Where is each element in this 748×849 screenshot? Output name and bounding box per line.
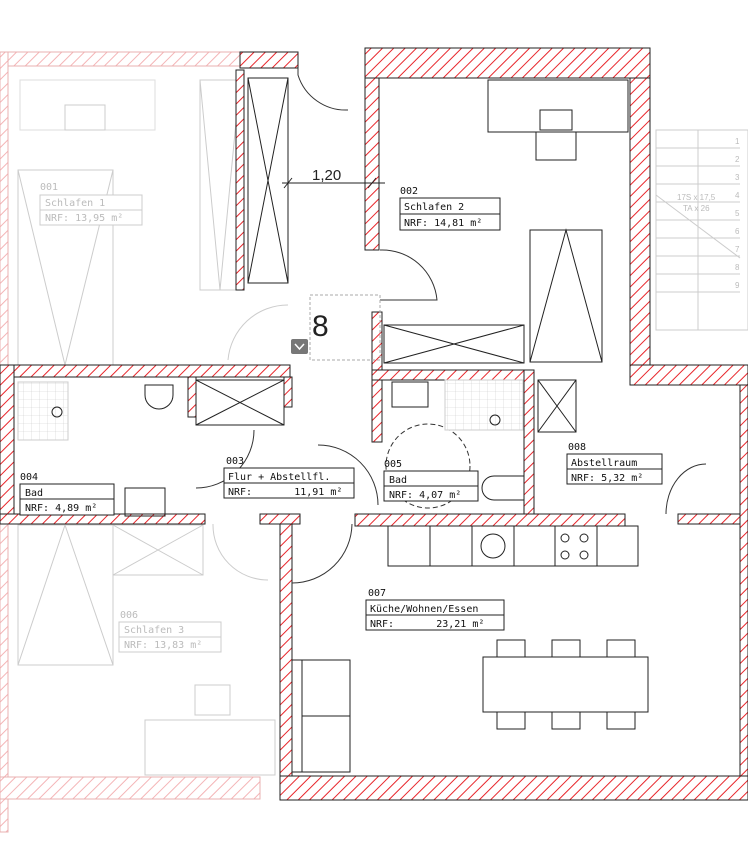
dimension-label: 1,20: [312, 167, 341, 184]
svg-text:005: 005: [384, 459, 402, 470]
kitchen: [387, 525, 639, 567]
stair-label-2: TA x 26: [683, 204, 710, 213]
faded-walls: [0, 51, 276, 833]
svg-text:Schlafen 3: Schlafen 3: [124, 625, 184, 636]
room-label-006: 006 Schlafen 3 NRF: 13,83 m²: [118, 610, 222, 653]
svg-text:NRF: 4,89 m²: NRF: 4,89 m²: [25, 503, 97, 514]
svg-text:NRF: 23,21 m²: NRF: 23,21 m²: [370, 619, 484, 630]
step-number: 2: [735, 155, 740, 164]
svg-text:Schlafen 2: Schlafen 2: [404, 202, 464, 213]
walls: [0, 47, 748, 801]
svg-text:007: 007: [368, 588, 386, 599]
svg-text:001: 001: [40, 182, 58, 193]
stair-label-1: 17S x 17,5: [677, 193, 716, 202]
svg-text:NRF: 13,83 m²: NRF: 13,83 m²: [124, 640, 202, 651]
bathroom-fixtures: [17, 379, 524, 517]
room-label-004: 004 Bad NRF: 4,89 m²: [19, 472, 115, 516]
svg-text:NRF: 4,07 m²: NRF: 4,07 m²: [389, 490, 461, 501]
room-label-001: 001 Schlafen 1 NRF: 13,95 m²: [39, 182, 143, 226]
svg-text:NRF: 11,91 m²: NRF: 11,91 m²: [228, 487, 342, 498]
room-label-002: 002 Schlafen 2 NRF: 14,81 m²: [399, 186, 501, 231]
svg-text:008: 008: [568, 442, 586, 453]
step-number: 1: [735, 137, 740, 146]
doors: [195, 68, 707, 584]
room-label-005: 005 Bad NRF: 4,07 m²: [383, 459, 479, 502]
wardrobes: [195, 77, 629, 433]
svg-text:003: 003: [226, 456, 244, 467]
svg-text:Bad: Bad: [25, 488, 43, 499]
svg-text:Schlafen 1: Schlafen 1: [45, 198, 105, 209]
chevron-down-icon: [294, 343, 305, 351]
svg-text:Abstellraum: Abstellraum: [571, 458, 637, 469]
svg-text:NRF: 14,81 m²: NRF: 14,81 m²: [404, 218, 482, 229]
step-number: 3: [735, 173, 740, 182]
svg-text:NRF: 5,32 m²: NRF: 5,32 m²: [571, 473, 643, 484]
svg-text:002: 002: [400, 186, 418, 197]
svg-text:Küche/Wohnen/Essen: Küche/Wohnen/Essen: [370, 604, 478, 615]
marker-number: 8: [312, 310, 329, 343]
svg-text:004: 004: [20, 472, 38, 483]
step-number: 8: [735, 263, 740, 272]
svg-text:NRF: 13,95 m²: NRF: 13,95 m²: [45, 213, 123, 224]
room-label-007: 007 Küche/Wohnen/Essen NRF: 23,21 m²: [365, 588, 505, 631]
watermark-logo: IMMOBILIEN: [330, 814, 403, 824]
dining-table: [291, 639, 649, 773]
step-number: 7: [735, 245, 740, 254]
staircase: [655, 129, 748, 331]
dimension-line: 1,20: [282, 167, 385, 189]
svg-text:Flur + Abstellfl.: Flur + Abstellfl.: [228, 472, 330, 483]
step-number: 6: [735, 227, 740, 236]
step-number: 4: [735, 191, 740, 200]
stair-step-numbers: 1 2 3 4 5 6 7 8 9: [735, 137, 740, 290]
expand-button[interactable]: [291, 339, 308, 354]
svg-text:Bad: Bad: [389, 475, 407, 486]
room-label-008: 008 Abstellraum NRF: 5,32 m²: [566, 442, 663, 485]
step-number: 9: [735, 281, 740, 290]
step-number: 5: [735, 209, 740, 218]
svg-text:006: 006: [120, 610, 138, 621]
marker-frame: [309, 294, 381, 361]
room-label-003: 003 Flur + Abstellfl. NRF: 11,91 m²: [223, 456, 355, 499]
